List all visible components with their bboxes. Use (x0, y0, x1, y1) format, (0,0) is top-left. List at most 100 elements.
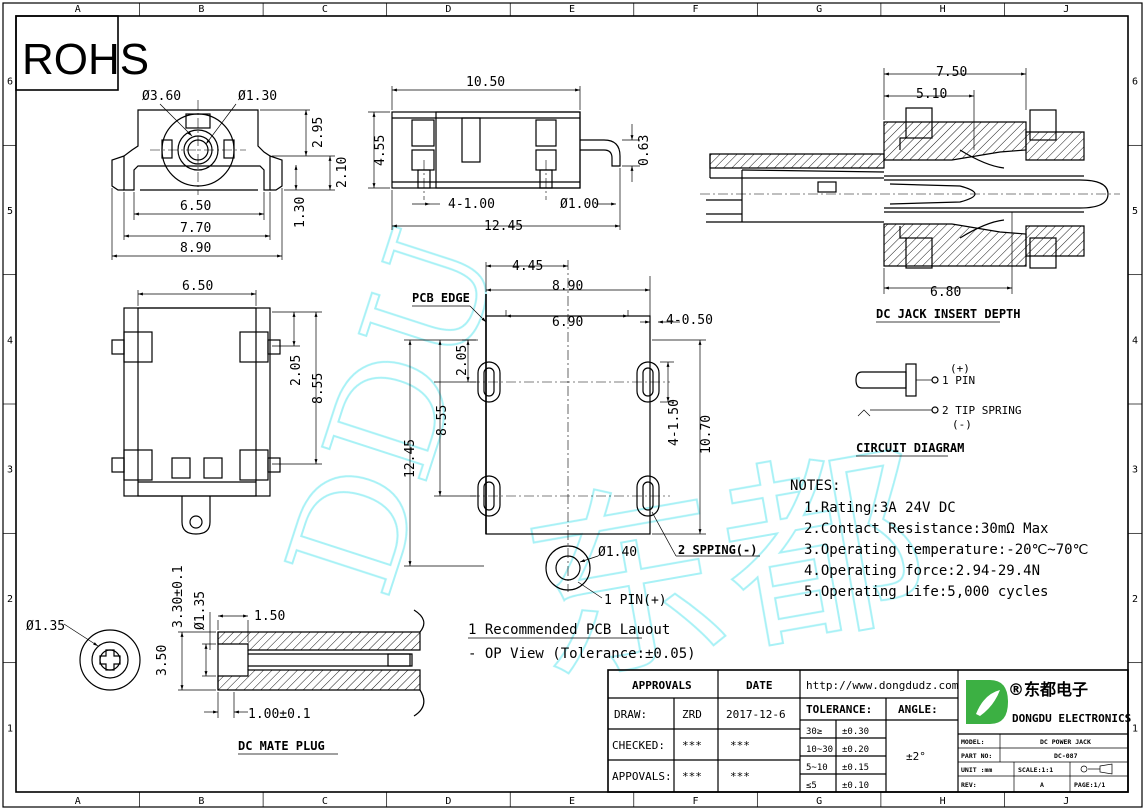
insert-title: DC JACK INSERT DEPTH (876, 307, 1021, 321)
dim-pcb-12-45: 12.45 (403, 439, 418, 478)
company-logo (966, 680, 1008, 724)
grid-row-label: 4 (1132, 335, 1138, 346)
tb-unit-label: UNIT :mm (961, 766, 992, 774)
dim-pcb-slot-w: 4-0.50 (666, 313, 713, 328)
tb-checked-name: *** (682, 739, 702, 752)
tol-range: 10~30 (806, 745, 833, 755)
tb-company-cn: ®东都电子 (1008, 680, 1088, 699)
tb-draw-date: 2017-12-6 (726, 708, 786, 721)
dim-d-outer: Ø3.60 (142, 89, 181, 104)
tb-angle-val: ±2° (906, 750, 926, 763)
circuit-plus: (+) (950, 362, 970, 375)
dim-plug-face: Ø1.35 (26, 619, 65, 634)
dim-side-4-55: 4.55 (373, 135, 388, 166)
grid-col-label: B (198, 796, 204, 807)
grid-col-label: C (322, 796, 328, 807)
tb-scale-label: SCALE:1:1 (1018, 766, 1053, 774)
grid-col-label: D (445, 796, 451, 807)
grid-row-label: 6 (7, 77, 13, 88)
dim-plug-h: 3.50 (155, 645, 170, 676)
grid-row-label: 6 (1132, 77, 1138, 88)
plug-title: DC MATE PLUG (238, 739, 325, 753)
tb-appovals-label: APPOVALS: (612, 770, 672, 783)
grid-col-label: G (816, 4, 822, 15)
grid-col-label: G (816, 796, 822, 807)
dim-side-d: Ø1.00 (560, 197, 599, 212)
pcb-layout-view: 4.45 8.90 6.90 4-0.50 PCB EDGE 2.05 8.55… (403, 259, 760, 662)
dim-plan-8-55: 8.55 (311, 373, 326, 404)
tb-checked-date: *** (730, 739, 750, 752)
tb-part-val: DC-087 (1054, 752, 1078, 760)
notes-title: NOTES: (790, 478, 841, 494)
dim-pcb-4-45: 4.45 (512, 259, 543, 274)
grid-col-label: F (693, 796, 699, 807)
title-block: APPROVALS DATE DRAW: ZRD 2017-12-6 CHECK… (607, 669, 1131, 793)
dim-side-0-63: 0.63 (637, 135, 652, 166)
grid-row-label: 3 (1132, 465, 1138, 476)
grid-row-label: 2 (1132, 594, 1138, 605)
grid-col-label: A (75, 796, 81, 807)
pcb-subtitle: - OP View (Tolerance:±0.05) (468, 646, 696, 662)
tol-value: ±0.10 (842, 781, 869, 791)
plan-view: 6.50 2.05 8.55 (111, 279, 326, 535)
pcb-title: 1 Recommended PCB Lauout (468, 622, 670, 638)
dim-pcb-10-70: 10.70 (699, 415, 714, 454)
grid-col-label: E (569, 796, 575, 807)
grid-col-label: F (693, 4, 699, 15)
circuit-diagram: (+) 1 PIN 2 TIP SPRING (-) CIRCUIT DIAGR… (855, 362, 1021, 457)
note-item-5: 5.Operating Life:5,000 cycles (804, 584, 1048, 600)
grid-col-label: J (1063, 796, 1069, 807)
insert-depth-view: 7.50 5.10 6.80 DC JACK INSERT DEPTH (700, 65, 1120, 323)
circuit-minus: (-) (952, 418, 972, 431)
rohs-mark: ROHS (15, 15, 149, 91)
grid-col-label: B (198, 4, 204, 15)
note-item-3: 3.Operating temperature:-20℃~70℃ (804, 542, 1088, 558)
circuit-spring: 2 TIP SPRING (942, 404, 1021, 417)
dim-pcb-8-55: 8.55 (435, 405, 450, 436)
pcb-edge-label: PCB EDGE (412, 291, 470, 305)
grid-col-label: A (75, 4, 81, 15)
tb-model-val: DC POWER JACK (1040, 738, 1091, 746)
tol-range: 5~10 (806, 763, 828, 773)
note-item-4: 4.Operating force:2.94-29.4N (804, 563, 1040, 579)
dim-side-12-45: 12.45 (484, 219, 523, 234)
grid-col-label: E (569, 4, 575, 15)
grid-col-label: H (940, 4, 946, 15)
tb-date: DATE (746, 679, 773, 692)
tb-rev-label: REV: (961, 781, 977, 789)
grid-col-label: C (322, 4, 328, 15)
dim-insert-5-10: 5.10 (916, 87, 947, 102)
dim-plan-2-05: 2.05 (289, 355, 304, 386)
side-view: 10.50 4.55 0.63 4-1.00 Ø1.00 12.45 (368, 75, 652, 234)
dim-plug-w-top: 1.50 (254, 609, 285, 624)
grid-row-label: 4 (7, 335, 13, 346)
grid-col-label: J (1063, 4, 1069, 15)
projection-symbol-icon (1080, 763, 1113, 775)
tol-value: ±0.15 (842, 763, 869, 773)
grid-column-labels: A A B B C C D D E E F F G G H H J J (75, 4, 1069, 807)
note-item-2: 2.Contact Resistance:30mΩ Max (804, 521, 1048, 537)
dim-pcb-2-05: 2.05 (455, 345, 470, 376)
tb-company-en: DONGDU ELECTRONICS (1012, 712, 1131, 725)
grid-col-label: H (940, 796, 946, 807)
notes: NOTES: 1.Rating:3A 24V DC 2.Contact Resi… (790, 478, 1088, 600)
dim-h-2-10: 2.10 (335, 157, 350, 188)
watermark-latin: DDU (255, 211, 534, 614)
dim-pcb-slot-h: 4-1.50 (667, 399, 682, 446)
grid-col-label: D (445, 4, 451, 15)
dim-insert-6-80: 6.80 (930, 285, 961, 300)
dim-h-2-95: 2.95 (311, 117, 326, 148)
dim-plan-6-50: 6.50 (182, 279, 213, 294)
dim-h-1-30: 1.30 (293, 197, 308, 228)
tol-range: ≤5 (806, 781, 817, 791)
dim-w-6-50: 6.50 (180, 199, 211, 214)
pcb-spring-label: 2 SPPING(-) (678, 543, 757, 557)
circuit-title: CIRCUIT DIAGRAM (856, 441, 964, 455)
grid-row-label: 3 (7, 465, 13, 476)
dc-mate-plug-view: Ø1.35 3.50 3.30±0.1 Ø1.35 1.50 1.00±0.1 … (26, 565, 425, 755)
tb-draw-name: ZRD (682, 708, 702, 721)
tol-value: ±0.30 (842, 727, 869, 737)
